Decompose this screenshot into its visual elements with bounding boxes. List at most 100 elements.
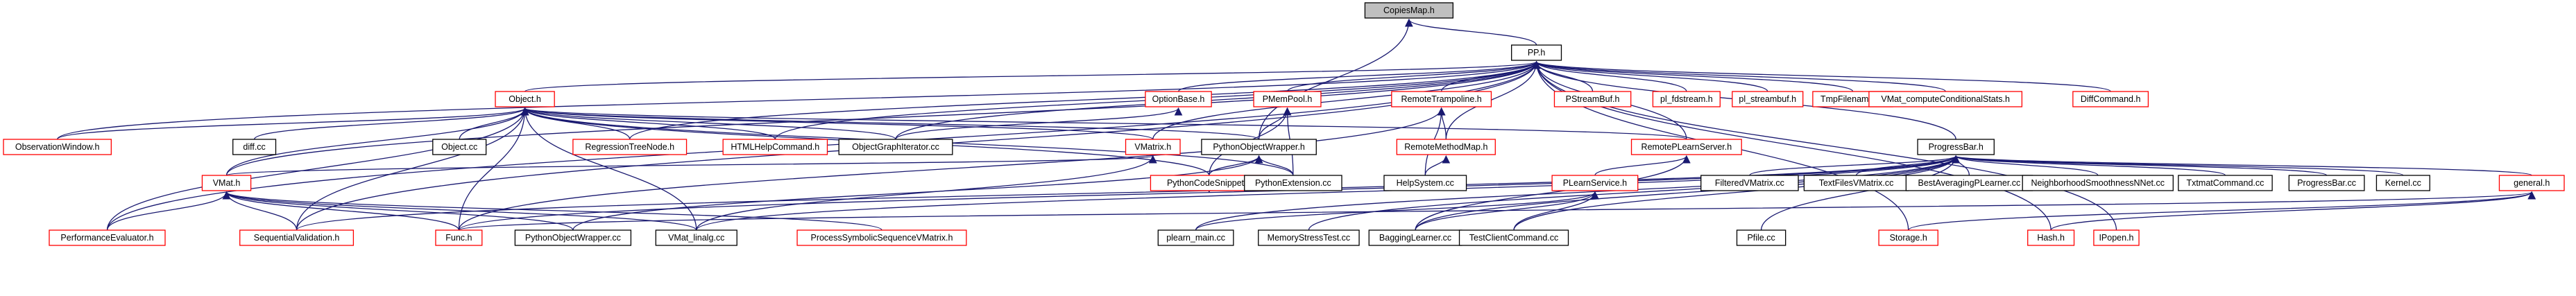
node-func[interactable]: Func.h — [435, 229, 483, 246]
node-plearnservice[interactable]: PLearnService.h — [1551, 175, 1639, 191]
node-label: BaggingLearner.cc — [1379, 233, 1451, 243]
edge-txtmat-to-progressbar — [1952, 155, 2226, 176]
node-box — [1145, 91, 1212, 107]
node-textfilesvmatrix[interactable]: TextFilesVMatrix.cc — [1803, 175, 1909, 191]
node-box — [1391, 91, 1492, 107]
node-regressiontree[interactable]: RegressionTreeNode.h — [572, 139, 688, 155]
node-bestaveraging[interactable]: BestAveragingPLearner.cc — [1905, 175, 2033, 191]
node-plearnmain[interactable]: plearn_main.cc — [1157, 229, 1234, 246]
node-processsymbolic[interactable]: ProcessSymbolicSequenceVMatrix.h — [796, 229, 967, 246]
edge-vmatrix-to-pp — [1152, 60, 1541, 140]
node-box — [1244, 175, 1342, 191]
node-label: BestAveragingPLearner.cc — [1918, 178, 2020, 188]
node-label: Storage.h — [1890, 233, 1927, 243]
edge-vmatcompute-to-pp — [1533, 60, 1946, 92]
node-vmatcompute[interactable]: VMat_computeConditionalStats.h — [1868, 91, 2023, 107]
node-label: OptionBase.h — [1152, 94, 1205, 104]
node-helpsystem[interactable]: HelpSystem.cc — [1383, 175, 1467, 191]
node-memstress[interactable]: MemoryStressTest.cc — [1258, 229, 1360, 246]
node-pycodesnippet[interactable]: PythonCodeSnippet.h — [1150, 175, 1268, 191]
node-object[interactable]: Object.h — [495, 91, 555, 107]
node-neighborhood[interactable]: NeighborhoodSmoothnessNNet.cc — [2022, 175, 2174, 191]
node-label: VMat.h — [213, 178, 241, 188]
node-box — [495, 91, 555, 107]
edge-plearnmain-to-plearnservice — [1195, 191, 1599, 231]
node-objectcc[interactable]: Object.cc — [432, 139, 487, 155]
node-vmatlinalg[interactable]: VMat_linalg.cc — [655, 229, 737, 246]
edge-tmpfilenames-to-pp — [1532, 60, 1854, 92]
node-progressbar[interactable]: ProgressBar.h — [1917, 139, 1995, 155]
edge-testclient-to-plearnservice — [1513, 191, 1599, 231]
node-box — [1396, 139, 1496, 155]
node-testclient[interactable]: TestClientCommand.cc — [1458, 229, 1569, 246]
node-vmatrix[interactable]: VMatrix.h — [1125, 139, 1181, 155]
node-label: NeighborhoodSmoothnessNNet.cc — [2031, 178, 2165, 188]
node-label: FilteredVMatrix.cc — [1715, 178, 1784, 188]
node-box — [239, 229, 355, 246]
edge-filteredvmatrix-to-progressbar — [1749, 155, 1960, 176]
node-pyobjwrappercc[interactable]: PythonObjectWrapper.cc — [514, 229, 632, 246]
node-bagging[interactable]: BaggingLearner.cc — [1368, 229, 1462, 246]
node-box — [1736, 229, 1786, 246]
edge-bagging-to-progressbar — [1415, 155, 1960, 231]
node-obswindow[interactable]: ObservationWindow.h — [3, 139, 112, 155]
node-plstreambuf[interactable]: pl_streambuf.h — [1732, 91, 1804, 107]
node-box — [1253, 91, 1322, 107]
node-optionbase[interactable]: OptionBase.h — [1145, 91, 1212, 107]
node-pfile[interactable]: Pfile.cc — [1736, 229, 1786, 246]
edge-plstreambuf-to-pp — [1532, 60, 1768, 92]
node-storage[interactable]: Storage.h — [1878, 229, 1938, 246]
node-copiesmap[interactable]: CopiesMap.h — [1364, 2, 1453, 19]
node-htmlhelp[interactable]: HTMLHelpCommand.h — [722, 139, 828, 155]
node-pp[interactable]: PP.h — [1511, 44, 1562, 61]
node-pmempool[interactable]: PMemPool.h — [1253, 91, 1322, 107]
node-pyobjwrapper[interactable]: PythonObjectWrapper.h — [1201, 139, 1317, 155]
node-hash[interactable]: Hash.h — [2027, 229, 2075, 246]
edge-vmatlinalg-to-progressbar — [696, 155, 1960, 231]
node-label: RemotePLearnServer.h — [1641, 142, 1732, 152]
node-box — [1868, 91, 2023, 107]
edge-kernel-to-progressbar — [1952, 155, 2404, 176]
node-filteredvmatrix[interactable]: FilteredVMatrix.cc — [1700, 175, 1799, 191]
node-box — [1630, 139, 1742, 155]
node-vmat[interactable]: VMat.h — [201, 175, 252, 191]
edge-obswindow-to-pp — [57, 60, 1541, 140]
edge-regressiontree-to-pp — [629, 60, 1541, 140]
edge-objgraph-to-object — [520, 107, 896, 140]
node-pyextension[interactable]: PythonExtension.cc — [1244, 175, 1342, 191]
node-plfdstream[interactable]: pl_fdstream.h — [1652, 91, 1721, 107]
node-label: Func.h — [445, 233, 472, 243]
node-label: ObjectGraphIterator.cc — [852, 142, 939, 152]
node-remotetrampoline[interactable]: RemoteTrampoline.h — [1391, 91, 1492, 107]
node-kernel[interactable]: Kernel.cc — [2375, 175, 2430, 191]
node-box — [1201, 139, 1317, 155]
node-box — [2072, 91, 2149, 107]
node-box — [2178, 175, 2273, 191]
node-box — [435, 229, 483, 246]
node-label: CopiesMap.h — [1383, 6, 1435, 15]
node-remotemethodmap[interactable]: RemoteMethodMap.h — [1396, 139, 1496, 155]
node-seqvalid[interactable]: SequentialValidation.h — [239, 229, 355, 246]
node-objgraph[interactable]: ObjectGraphIterator.cc — [838, 139, 953, 155]
edge-layer — [57, 18, 2536, 231]
node-perfeval[interactable]: PerformanceEvaluator.h — [49, 229, 166, 246]
node-general[interactable]: general.h — [2498, 175, 2565, 191]
node-label: ProgressBar.h — [1929, 142, 1984, 152]
node-label: Hash.h — [2037, 233, 2065, 243]
node-label: RemoteMethodMap.h — [1404, 142, 1487, 152]
node-diffcommand[interactable]: DiffCommand.h — [2072, 91, 2149, 107]
node-pstreambuf[interactable]: PStreamBuf.h — [1553, 91, 1632, 107]
node-progressbarcc[interactable]: ProgressBar.cc — [2288, 175, 2365, 191]
edge-object-to-pp — [524, 60, 1540, 92]
node-label: plearn_main.cc — [1166, 233, 1225, 243]
node-diffcc[interactable]: diff.cc — [232, 139, 277, 155]
node-ipopen[interactable]: IPopen.h — [2093, 229, 2140, 246]
edge-func-to-vmat — [222, 191, 460, 231]
node-label: PStreamBuf.h — [1566, 94, 1620, 104]
node-box — [796, 229, 967, 246]
node-label: pl_fdstream.h — [1660, 94, 1713, 104]
node-box — [432, 139, 487, 155]
edge-obswindow-to-object — [57, 107, 529, 140]
node-txtmat[interactable]: TxtmatCommand.cc — [2178, 175, 2273, 191]
node-remoteplearnserver[interactable]: RemotePLearnServer.h — [1630, 139, 1742, 155]
